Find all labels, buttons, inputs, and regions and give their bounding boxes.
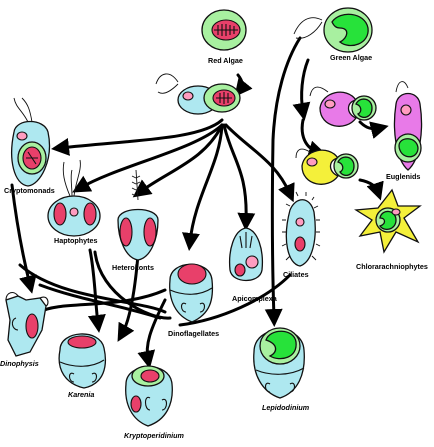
apicomplexa-cell <box>228 227 264 282</box>
label-dinoflagellates: Dinoflagellates <box>168 329 219 338</box>
red-engulfment-cell <box>155 73 241 115</box>
green-algae-cell <box>293 7 373 53</box>
chlorarachniophyte-cell <box>354 188 422 254</box>
dinophysis-cell <box>5 291 49 357</box>
euglenid-engulfment-cell <box>309 86 377 127</box>
heterokont-cell <box>117 169 159 261</box>
label-euglenids: Euglenids <box>386 172 420 181</box>
euglenid-cell <box>393 81 423 171</box>
karenia-cell <box>58 333 107 389</box>
haptophyte-cell <box>47 159 101 237</box>
lineage-arrows <box>10 36 389 369</box>
label-haptophytes: Haptophytes <box>54 236 98 245</box>
kryptoperidinium-cell <box>125 365 173 427</box>
label-ciliates: Ciliates <box>283 270 309 279</box>
lepidodinium-cell <box>253 327 305 399</box>
label-cryptomonads: Cryptomonads <box>4 186 55 195</box>
label-heterokonts: Heterokonts <box>112 263 154 272</box>
label-red-algae: Red Algae <box>208 56 243 65</box>
red-algae-cell <box>201 9 247 51</box>
label-kryptoperidinium: Kryptoperidinium <box>124 431 185 440</box>
cryptomonad-cell <box>11 97 50 187</box>
label-apicomplexa: Apicomplexa <box>232 294 278 303</box>
label-green-algae: Green Algae <box>330 53 372 62</box>
chlorarachniophyte-engulfment-cell <box>295 148 359 185</box>
label-chlorarachniophytes: Chlorarachniophytes <box>356 262 428 271</box>
label-dinophysis: Dinophysis <box>0 359 39 368</box>
ciliate-cell <box>281 191 321 267</box>
label-karenia: Karenia <box>68 390 94 399</box>
dinoflagellate-cell <box>169 263 214 323</box>
label-lepidodinium: Lepidodinium <box>262 403 310 412</box>
